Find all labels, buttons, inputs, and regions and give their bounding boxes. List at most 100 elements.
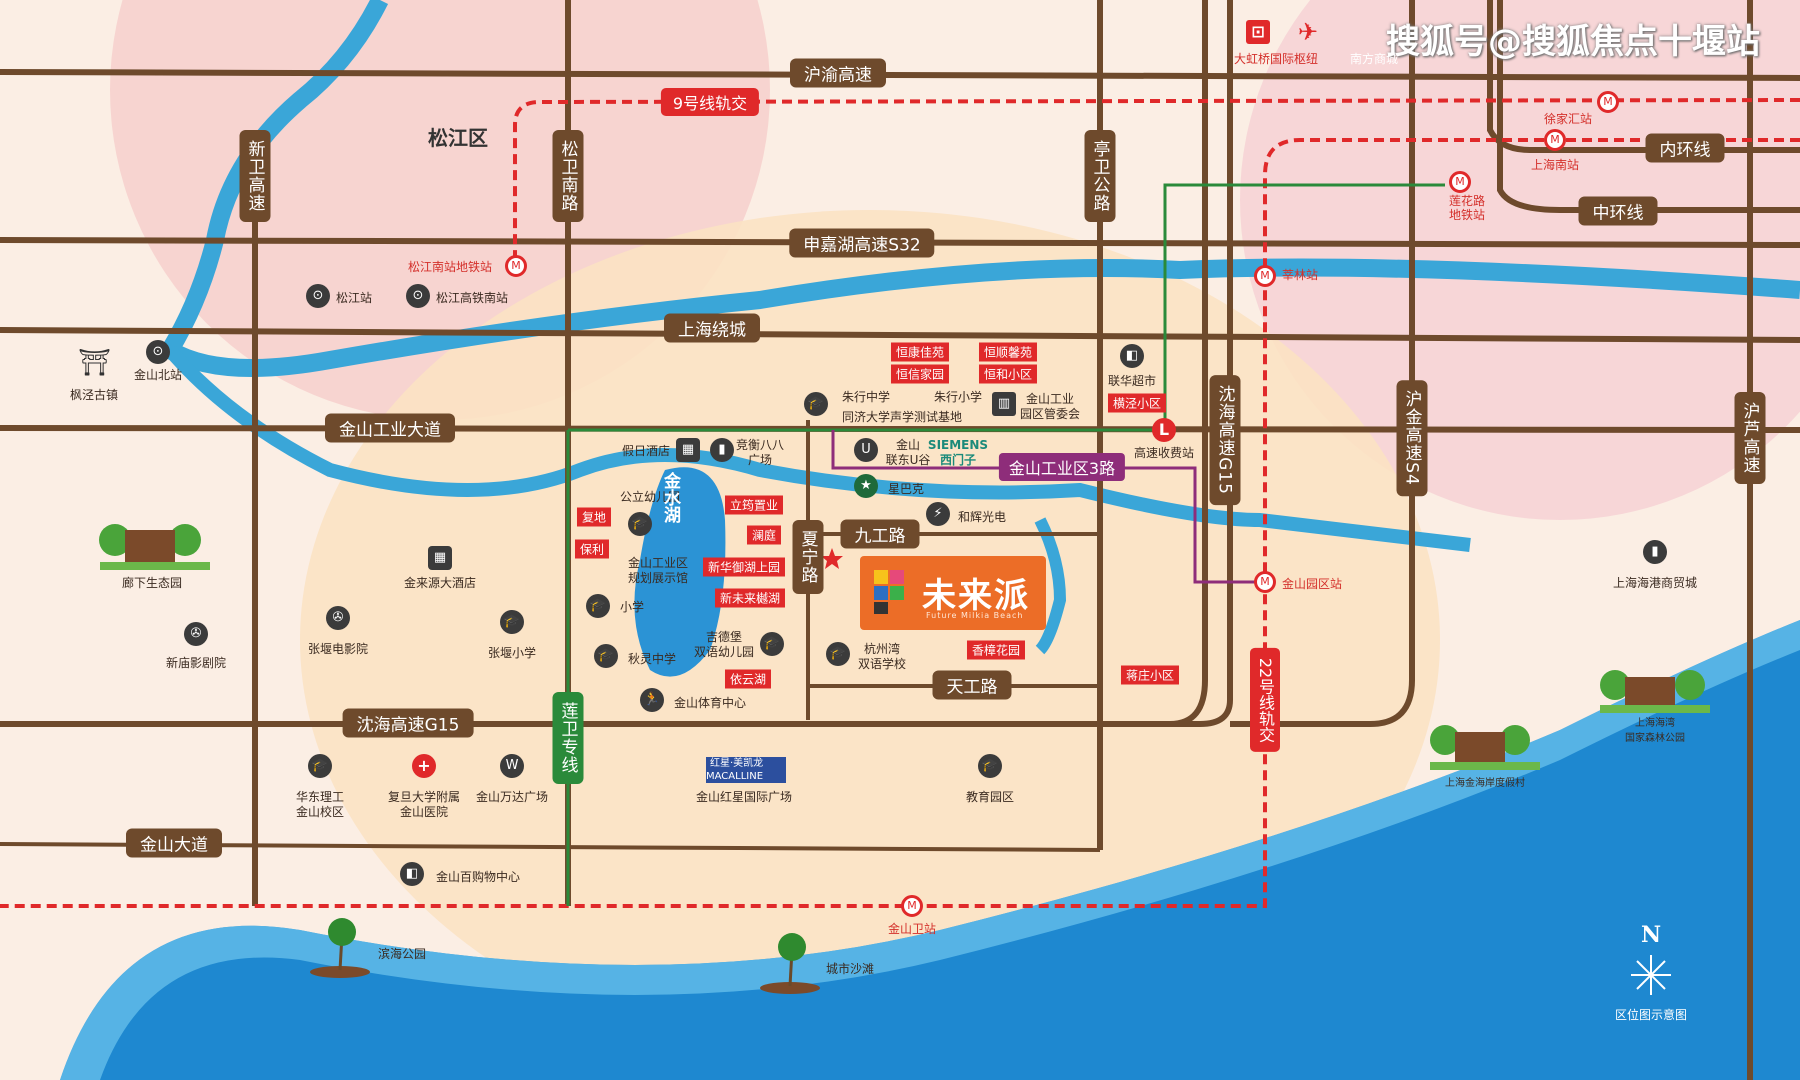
upper-right-zone [1240,0,1800,520]
road-jinshandadao: 金山大道 [126,828,222,858]
sports-icon: 🏃 [640,688,664,712]
uvalley-logo-icon: U [854,438,878,462]
road-lianwei: 莲卫专线 [552,692,584,784]
road-xinwei: 新卫高速 [239,130,271,222]
lake [634,467,726,677]
poi-fudan: 复旦大学附属 金山医院 [387,790,461,819]
metro-icon: M [1544,129,1566,151]
poi-beach: 城市沙滩 [826,962,875,976]
river-south-branch [1034,517,1067,655]
road-hujin: 沪金高速S4 [1396,380,1428,496]
school-icon: 🎓 [804,392,828,416]
wanda-icon: W [500,754,524,778]
station-lianhua: 莲花路 地铁站 [1448,194,1486,222]
lake-label: 金水湖 [658,472,683,527]
hotel-icon: ▦ [676,438,700,462]
poi-zhuhang-pri: 朱行小学 [934,390,983,404]
building-icon: ▮ [710,438,734,462]
project-name: 未来派 [922,576,1030,616]
hotel-icon: ▦ [428,546,452,570]
metro-icon: M [1597,91,1619,113]
road-shenhai-vertical: 沈海高速G15 [1209,375,1241,505]
school-icon: 🎓 [826,642,850,666]
metro-lines [0,98,1800,908]
road-industrial3: 金山工业区3路 [998,453,1126,481]
tag-henghe: 恒和小区 [978,364,1038,384]
school-icon: 🎓 [586,594,610,618]
poi-resort: 上海金海岸度假村 [1445,778,1525,789]
poi-jinlaiyuan: 金来源大酒店 [403,576,477,590]
school-icon: 🎓 [978,754,1002,778]
road-shenjiahu: 申嘉湖高速S32 [789,228,935,258]
office-icon: ▥ [992,392,1016,416]
poi-sports: 金山体育中心 [674,696,747,710]
poi-hehui: 和辉光电 [958,510,1007,524]
poi-admin: 金山工业 园区管委会 [1019,392,1081,421]
poi-lianhua-market: 联华超市 [1107,374,1157,388]
tag-jiangzhuang: 蒋庄小区 [1120,665,1180,685]
poi-east-china: 华东理工 金山校区 [295,790,345,819]
train-icon: ⊙ [406,284,430,308]
building-icon: ▮ [1643,540,1667,564]
cinema-icon: ✇ [184,622,208,646]
district-label: 松江区 [428,126,488,150]
train-icon: ⊙ [146,340,170,364]
school-icon: 🎓 [308,754,332,778]
poi-jingheng: 竞衡八八 广场 [735,438,785,467]
poi-hangzhouwan: 杭州湾 双语学校 [857,642,907,671]
tag-lanting: 澜庭 [746,525,782,545]
metro-icon: M [1254,571,1276,593]
metro-icon: M [505,255,527,277]
shopping-bag-icon: ◧ [1120,344,1144,368]
road-xianing: 夏宁路 [792,520,824,594]
poi-edu-park: 教育园区 [965,790,1015,804]
road-jiugong: 九工路 [840,519,920,549]
purple-line [831,430,1258,584]
metro-icon: M [1449,171,1471,193]
poi-zhuhang-mid: 朱行中学 [842,390,891,404]
lake-name: 金水湖 [660,472,680,523]
poi-jinshan-north: 金山北站 [133,368,183,382]
poi-langxia: 廊下生态园 [121,576,183,590]
tag-hengxin: 恒信家园 [890,364,950,384]
poi-songjiang-station: 松江站 [336,291,373,305]
compass-north: N [1641,922,1662,948]
poi-xinmiao: 新庙影剧院 [165,656,227,670]
green-line [568,183,1445,432]
watermark: 搜狐号@搜狐焦点十堰站 [1386,22,1760,62]
station-jinshan-park: 金山园区站 [1282,577,1343,591]
school-icon: 🎓 [628,512,652,536]
compass-rose [1631,955,1671,995]
compass-caption: 区位图示意图 [1614,1008,1688,1022]
palm-binhai [310,918,370,978]
poi-baihuo: 金山百购物中心 [436,870,521,884]
poi-starbucks: 星巴克 [888,482,925,496]
poi-forest-park: 上海海湾 国家森林公园 [1625,718,1685,744]
park-resort [1430,725,1540,770]
poi-songjiang-hsr-south: 松江高铁南站 [436,291,509,305]
macalline-logo: 红星·美凯龙 MACALLINE [706,757,786,783]
poi-binhai: 滨海公园 [378,947,427,961]
road-huyu: 沪渝高速 [790,58,886,88]
macalline-text: 红星·美凯龙 MACALLINE [706,758,764,782]
tag-lijun: 立筠置业 [724,495,784,515]
station-shanghai-south: 上海南站 [1530,158,1580,172]
poi-uvalley: 金山 联东U谷 [885,438,931,467]
poi-siemens: SIEMENS 西门子 [927,438,989,467]
tag-baoli: 保利 [574,539,610,559]
tag-hengshun: 恒顺馨苑 [978,342,1038,362]
poi-public-kinder: 公立幼儿园 [620,490,681,504]
tag-yiyunhu: 依云湖 [724,669,772,689]
poi-tongji: 同济大学声学测试基地 [842,410,963,424]
metro-icon: M [901,895,923,917]
metro-line9-tag: 9号线轨交 [660,88,760,116]
pagoda-icon: ⛩ [78,348,112,378]
poi-planning-hall: 金山工业区 规划展示馆 [627,556,689,585]
station-xujiahui: 徐家汇站 [1543,112,1593,126]
road-hulu: 沪芦高速 [1734,392,1766,484]
sea-light [60,620,1800,1080]
project-brand-box: 未来派 Future Milkia Beach [860,556,1046,630]
road-tingwei: 亭卫公路 [1084,130,1116,222]
road-raocheng: 上海绕城 [664,313,760,343]
poi-redstar: 金山红星国际广场 [695,790,793,804]
